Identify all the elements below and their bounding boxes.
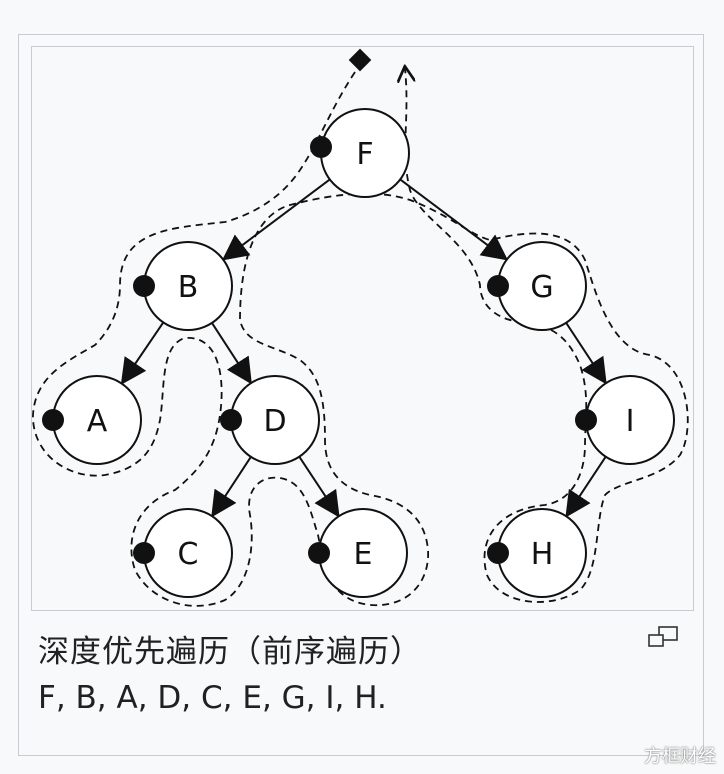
edge-G-I [565,322,607,385]
visit-dot [308,542,330,564]
node-H: H [487,508,587,598]
node-F: F [310,108,410,198]
traversal-path [32,68,689,607]
edge-B-A [120,321,165,385]
edge-F-B [221,178,331,261]
node-label: E [354,537,373,572]
edge-D-E [298,456,340,518]
visit-dot [487,542,509,564]
node-C: C [133,508,233,598]
edge-D-C [211,456,252,518]
tree-edges [120,178,607,518]
node-label: A [87,404,108,439]
node-label: I [626,404,635,439]
node-B: B [133,241,233,331]
visit-dot [220,409,242,431]
edge-I-H [565,456,607,518]
visit-dot [133,542,155,564]
node-label: H [531,537,554,572]
node-E: E [308,508,408,598]
node-label: D [263,404,286,439]
visit-dot [42,409,64,431]
caption-title: 深度优先遍历（前序遍历） [38,634,422,670]
visit-dot [487,275,509,297]
visit-dot [133,275,155,297]
edge-F-G [399,178,509,261]
traversal-sequence: F, B, A, D, C, E, G, I, H. [38,680,387,716]
enlarge-icon[interactable] [647,625,679,649]
node-D: D [220,375,320,465]
start-marker [348,48,372,72]
node-label: F [356,137,373,172]
node-label: B [178,270,199,305]
edge-B-D [211,322,252,385]
node-label: C [178,537,199,572]
node-label: G [530,270,553,305]
node-G: G [487,241,587,331]
visit-dot [310,136,332,158]
tree-nodes: F B G A D I C E H [42,108,675,598]
node-I: I [575,375,675,465]
visit-dot [575,409,597,431]
watermark: 方框财经 [644,746,716,767]
node-A: A [42,375,142,465]
